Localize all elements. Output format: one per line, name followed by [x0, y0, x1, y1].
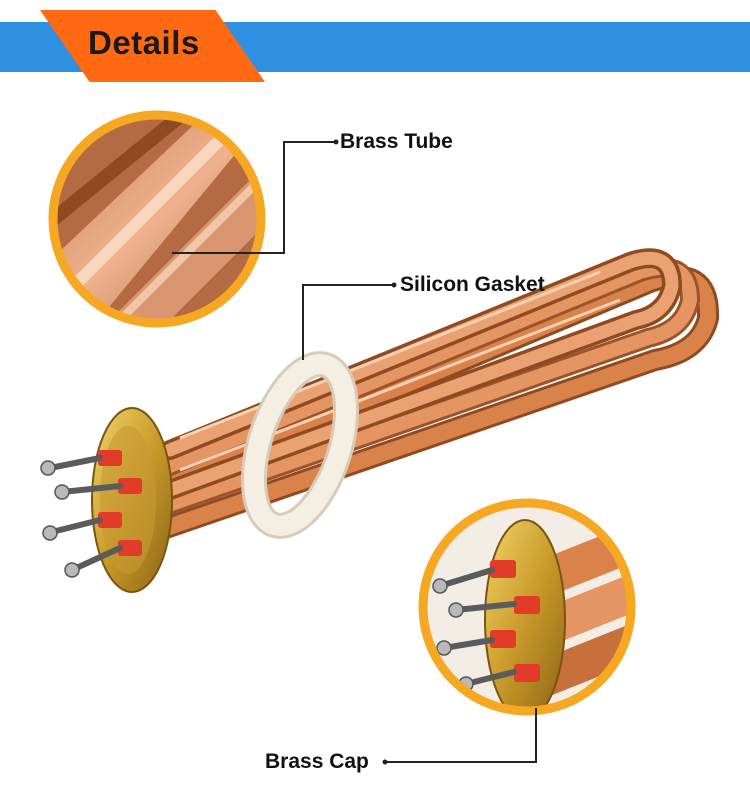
brass-tube-zoom [48, 110, 266, 328]
label-brass-tube: Brass Tube [340, 130, 453, 153]
brass-cap-zoom [418, 498, 636, 716]
brass-flange [40, 407, 173, 593]
heater-tubes [149, 248, 720, 541]
brass-tube-callout-line [172, 141, 336, 254]
page-title: Details [88, 24, 200, 61]
brass-cap-callout-line [385, 708, 537, 763]
silicon-gasket-callout-line [302, 284, 394, 360]
label-silicon-gasket: Silicon Gasket [400, 273, 545, 296]
callout-lines [172, 141, 537, 763]
label-brass-cap: Brass Cap [265, 750, 369, 773]
silicon-gasket-ring [240, 351, 360, 539]
